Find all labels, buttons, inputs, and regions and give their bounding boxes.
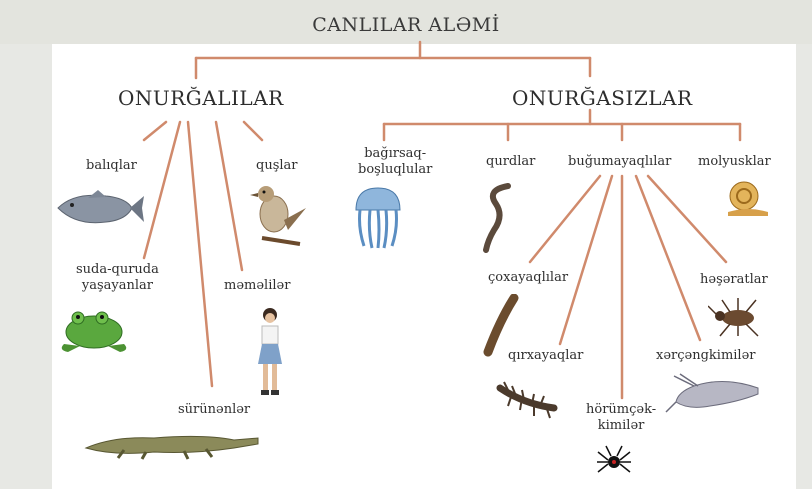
label-crustaceans: xərçəngkimilər [656,348,756,364]
spider-icon [596,444,632,480]
label-coelenterates: bağırsaq- boşluqlular [358,146,432,178]
label-amphibians: suda-quruda yaşayanlar [76,262,159,294]
label-reptiles: sürünənlər [178,402,250,418]
label-fish: balıqlar [86,158,137,174]
jellyfish-icon [350,186,406,250]
group-vertebrates: ONURĞALILAR [118,86,284,110]
shrimp-icon [664,372,764,416]
centipede-icon [494,378,560,420]
crocodile-icon [84,426,260,460]
bird-icon [248,180,310,248]
label-mammals: məməlilər [224,278,290,294]
label-spiders: hörümçək- kimilər [586,402,656,434]
label-birds: quşlar [256,158,298,174]
frog-icon [56,306,132,354]
label-molluscs: molyusklar [698,154,771,170]
millipede-icon [480,294,520,358]
snail-icon [724,178,770,218]
label-worms: qurdlar [486,154,535,170]
label-arthropods: buğumayaqlılar [568,154,671,170]
insect-icon [708,296,766,338]
worm-icon [478,182,518,254]
fish-icon [54,188,144,230]
human-icon [252,306,288,398]
label-millipedes: çoxayaqlılar [488,270,568,286]
label-insects: həşəratlar [700,272,768,288]
group-invertebrates: ONURĞASIZLAR [512,86,693,110]
